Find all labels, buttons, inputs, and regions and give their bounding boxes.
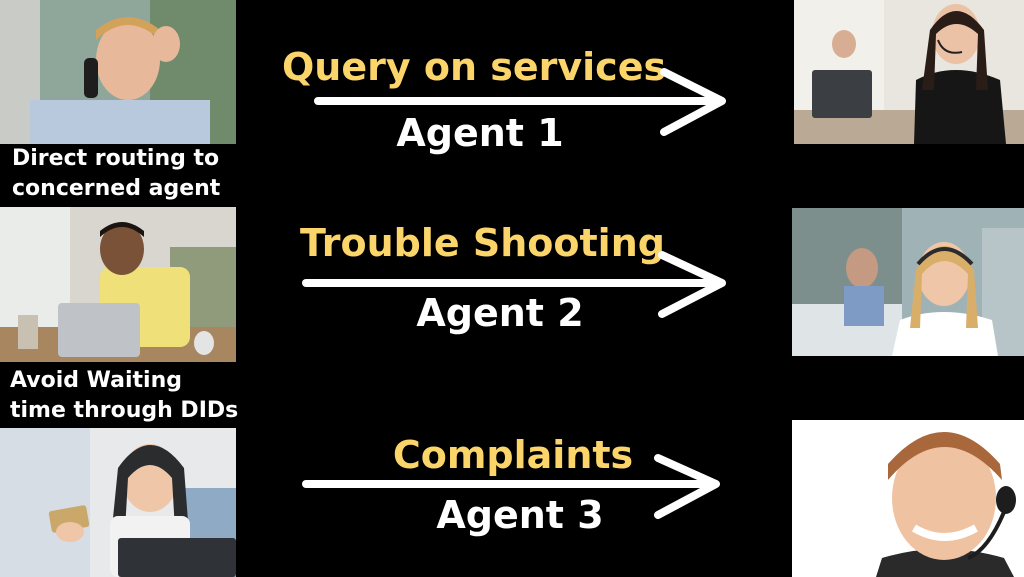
flow-agent-label-1: Agent 1 bbox=[396, 111, 564, 155]
caller-photo-2 bbox=[0, 207, 236, 362]
caller-caption-1: Direct routing to concerned agent bbox=[12, 144, 220, 204]
agent-photo-3 bbox=[792, 420, 1024, 577]
caption-line: Direct routing to bbox=[12, 146, 220, 171]
flow-agent-label-2: Agent 2 bbox=[416, 291, 584, 335]
caller-photo-1 bbox=[0, 0, 236, 144]
flow-title-1: Query on services bbox=[282, 45, 667, 89]
flow-title-3: Complaints bbox=[392, 433, 634, 477]
caption-line: Avoid Waiting bbox=[10, 368, 182, 393]
caller-photo-3 bbox=[0, 428, 236, 577]
flow-agent-label-3: Agent 3 bbox=[436, 493, 604, 537]
agent-photo-2 bbox=[792, 208, 1024, 356]
caption-line: concerned agent bbox=[12, 176, 221, 201]
caller-caption-2: Avoid Waiting time through DIDs bbox=[10, 366, 238, 426]
caption-line: time through DIDs bbox=[10, 398, 239, 423]
flow-title-2: Trouble Shooting bbox=[300, 221, 665, 265]
agent-photo-1 bbox=[794, 0, 1024, 144]
